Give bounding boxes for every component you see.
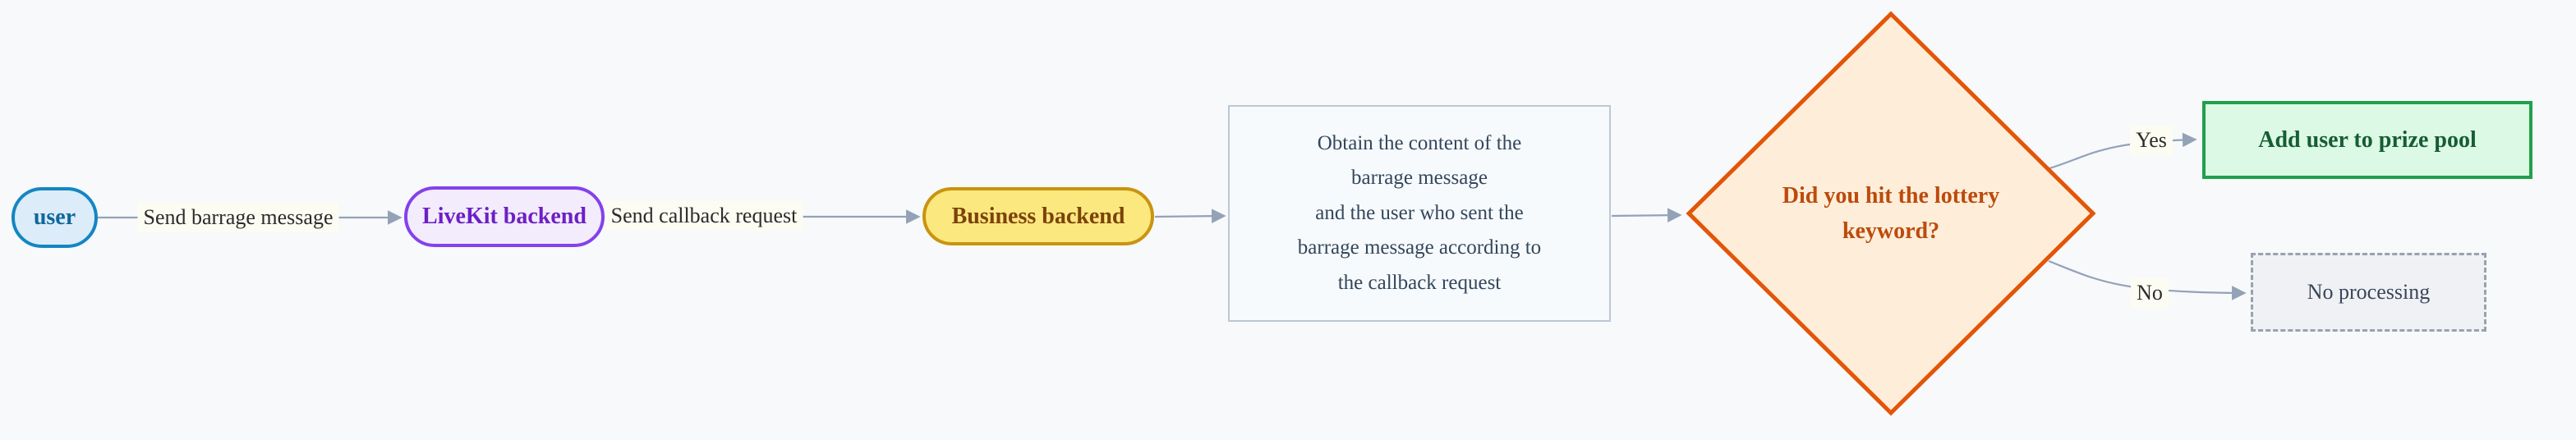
obtain-line: barrage message according to [1297,236,1542,259]
edge-label-yes: Yes [2130,126,2173,155]
decision-line: keyword? [1842,218,1940,244]
node-prize-label: Add user to prize pool [2258,126,2477,153]
edge-obtain-to-decision [1611,208,1682,222]
obtain-line: barrage message [1351,167,1488,190]
edge-label-send-barrage-message: Send barrage message [137,203,339,232]
node-add-user-to-prize-pool: Add user to prize pool [2202,101,2532,179]
edge-label-send-callback-request: Send callback request [605,201,803,231]
node-no-processing-label: No processing [2307,280,2431,304]
obtain-line: the callback request [1337,271,1502,294]
node-user: user [12,187,98,248]
obtain-line: Obtain the content of the [1317,131,1522,154]
node-livekit-label: LiveKit backend [422,204,586,229]
edge-label-no: No [2131,278,2169,308]
node-business-backend: Business backend [922,187,1154,245]
node-business-label: Business backend [951,203,1125,229]
edge-business-to-obtain [1154,209,1226,223]
node-decision-diamond [1686,11,2096,416]
node-no-processing: No processing [2251,253,2486,332]
edge-decision-to-no-processing [2048,259,2247,300]
node-livekit-backend: LiveKit backend [404,186,605,247]
decision-line: Did you hit the lottery [1782,183,2000,209]
node-user-label: user [33,204,76,230]
node-obtain-barrage-content: Obtain the content of the barrage messag… [1228,105,1611,322]
decision-diamond-shape [1686,11,2096,416]
obtain-line: and the user who sent the [1315,201,1524,224]
node-decision-label: Did you hit the lottery keyword? [1685,10,2097,417]
